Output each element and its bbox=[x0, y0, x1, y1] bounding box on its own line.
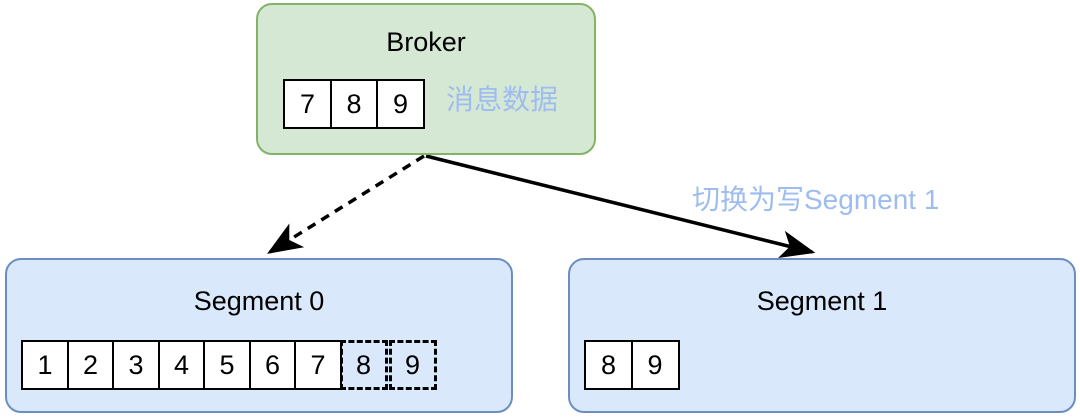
broker-cell: 8 bbox=[329, 79, 379, 129]
broker-title: Broker bbox=[386, 27, 466, 57]
segment-0-cell: 5 bbox=[203, 340, 251, 390]
segment-0-cell: 6 bbox=[248, 340, 297, 390]
segment-0-box: Segment 0 1 2 3 4 5 6 7 8 9 bbox=[5, 258, 513, 413]
segment-1-title: Segment 1 bbox=[756, 286, 888, 316]
segment-0-cell: 1 bbox=[21, 340, 69, 390]
broker-box: Broker 7 8 9 bbox=[256, 3, 596, 155]
segment-0-cell: 4 bbox=[157, 340, 206, 390]
segment-0-cell: 3 bbox=[112, 340, 160, 390]
message-data-label: 消息数据 bbox=[446, 84, 559, 115]
broker-cell-strip: 7 8 9 bbox=[283, 79, 425, 129]
segment-0-title: Segment 0 bbox=[193, 286, 325, 316]
segment-1-box: Segment 1 8 9 bbox=[568, 258, 1076, 413]
segment-1-cell: 9 bbox=[630, 340, 680, 390]
segment-1-cell: 8 bbox=[584, 340, 633, 390]
segment-0-cell-strip: 1 2 3 4 5 6 7 8 9 bbox=[21, 340, 438, 390]
arrow-broker-to-segment0 bbox=[267, 154, 425, 254]
segment-0-cell-pending: 9 bbox=[388, 340, 437, 390]
switch-to-segment1-label: 切换为写Segment 1 bbox=[692, 184, 940, 215]
segment-0-cell: 2 bbox=[66, 340, 115, 390]
broker-cell: 9 bbox=[376, 79, 425, 129]
broker-cell: 7 bbox=[283, 79, 332, 129]
segment-0-cell-pending: 8 bbox=[339, 340, 388, 390]
segment-1-cell-strip: 8 9 bbox=[584, 340, 680, 390]
segment-0-cell: 7 bbox=[294, 340, 342, 390]
